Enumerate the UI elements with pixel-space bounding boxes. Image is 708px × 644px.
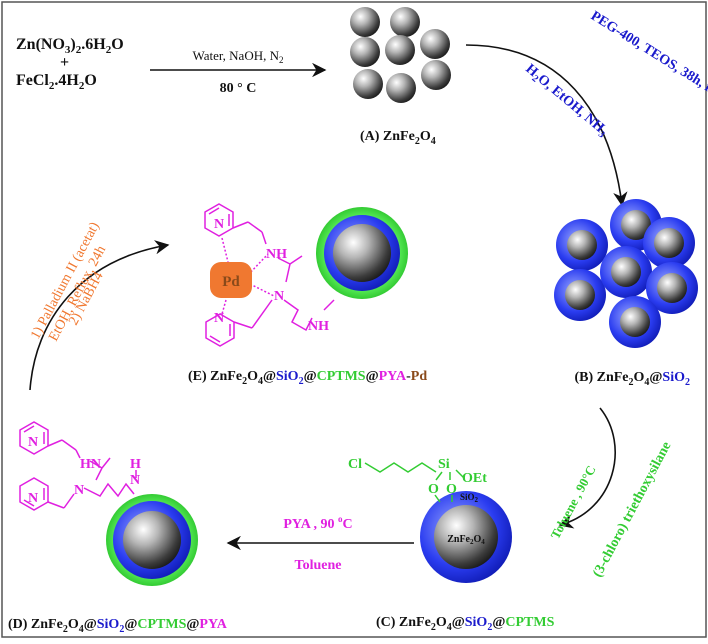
nitrogen-atom: N [130,473,140,488]
particle-cluster-A [350,7,451,103]
core-particle [421,60,451,90]
step4-arrow-group: PYA , 90 oC Toluene [226,514,414,573]
nitrogen-atom: N [28,435,38,450]
step1-temperature: 80 ° C [220,81,257,96]
particle-cluster-B [554,199,698,348]
particle-E [316,207,408,299]
particle-C: SiO2 ZnFe2O4 [420,491,512,583]
ethoxy-group: OEt [462,471,487,486]
core-particle [350,37,380,67]
step4-solvent: Toluene [295,558,342,573]
reactants: Zn(NO3)2.6H2O + FeCl2.4H2O [16,36,124,92]
core-particle [385,35,415,65]
tertiary-nitrogen: N [274,289,284,304]
label-E: (E) ZnFe2O4@SiO2@CPTMS@PYA-Pd [188,369,427,387]
coated-particle [554,269,606,321]
particle-D [106,494,198,586]
reactant-zinc-nitrate: Zn(NO3)2.6H2O [16,36,124,56]
nitrogen-atom: N [28,491,38,506]
core-particle [420,29,450,59]
step1-conditions: Water, NaOH, N2 [192,48,283,65]
core-particle [353,69,383,99]
nitrogen-atom: N [214,311,224,326]
step3-arrow [558,407,616,529]
step1-arrow-group: Water, NaOH, N2 80 ° C [150,48,327,96]
propyl-chain [364,462,437,473]
hydrogen-atom: H [130,457,141,472]
step2-arrow [465,44,628,207]
pyridine-ring [205,313,235,347]
core-particle [386,73,416,103]
cptms-linker: Cl Si OEt O O [348,457,487,503]
oxygen-atom-1: O [428,482,439,497]
label-C: (C) ZnFe2O4@SiO2@CPTMS [376,615,555,633]
oxygen-atom-2: O [446,482,457,497]
core-particle [390,7,420,37]
zinc-ferrite-core [434,505,498,569]
coated-particle [600,246,652,298]
step5-arrow [29,240,170,391]
tertiary-nitrogen: N [74,483,84,498]
pya-ligand-D [19,421,137,511]
coated-particle [556,219,608,271]
coated-particle [643,217,695,269]
pya-atoms-D: N N HN H N N [28,435,141,506]
zinc-ferrite-core [333,224,391,282]
amine-nh: HN [80,457,101,472]
amine-nh: NH [266,247,287,262]
pya-atoms-E: N NH N N NH [214,217,329,334]
silica-label: SiO2 [460,492,479,504]
zinc-ferrite-core [123,511,181,569]
palladium-atom: Pd [222,274,240,290]
core-particle [350,7,380,37]
label-B: (B) ZnFe2O4@SiO2 [574,370,690,388]
plus-sign: + [60,54,69,71]
chlorine-atom: Cl [348,457,362,472]
pd-center: Pd [210,262,252,298]
label-A: (A) ZnFe2O4 [360,129,436,147]
coated-particle [609,296,661,348]
amine-nh: NH [308,319,329,334]
nitrogen-atom: N [214,217,224,232]
step4-conditions: PYA , 90 oC [283,514,352,532]
pya-ligand-E [204,203,335,347]
palladium-badge [210,262,252,298]
reactant-ferrous-chloride: FeCl2.4H2O [16,72,97,92]
silicon-atom: Si [438,457,450,472]
core-label: ZnFe2O4 [447,534,485,546]
label-D: (D) ZnFe2O4@SiO2@CPTMS@PYA [8,617,228,635]
coated-particle [646,262,698,314]
